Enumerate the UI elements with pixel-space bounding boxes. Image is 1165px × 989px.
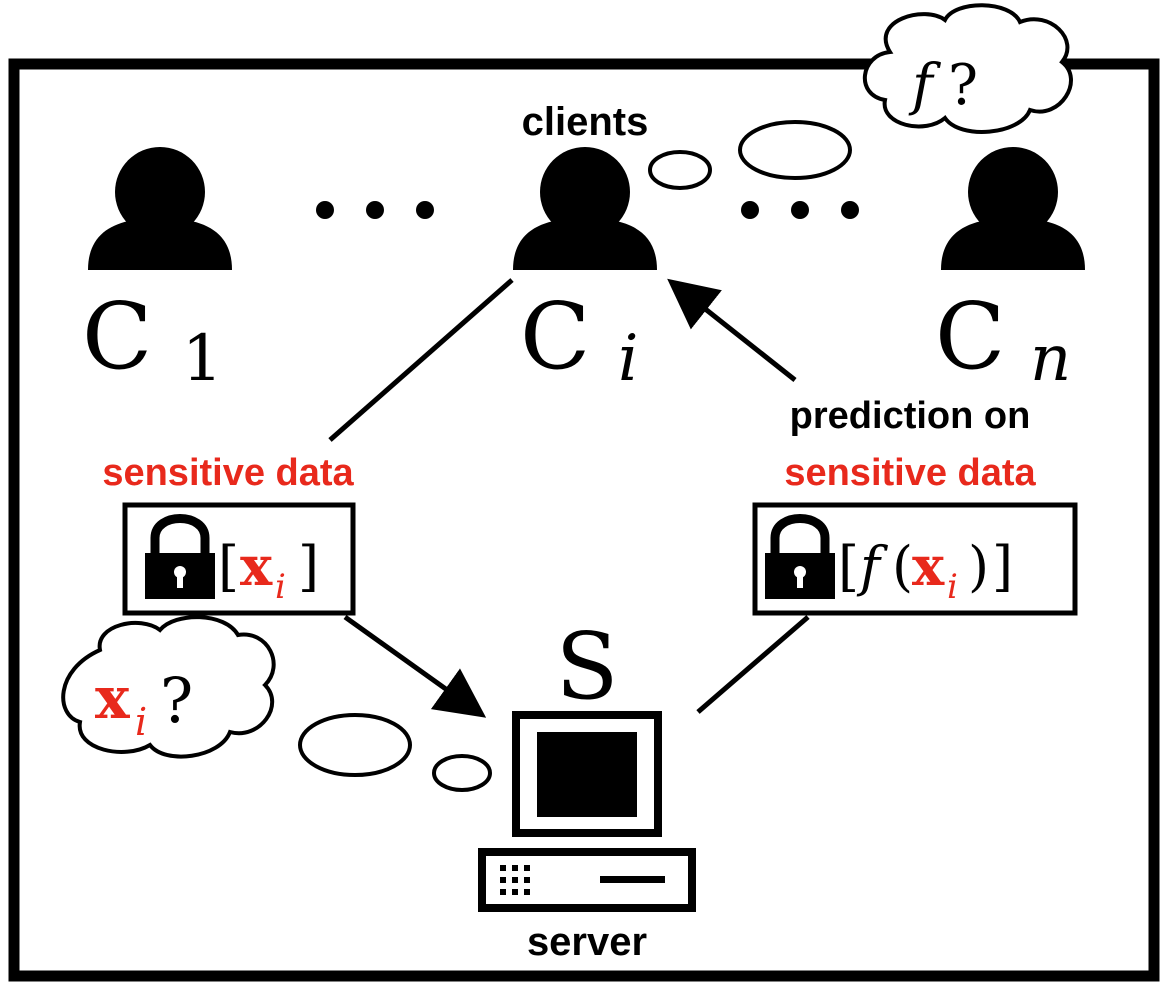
svg-text:]: ] [992, 535, 1013, 598]
client-label-c1: C 1 [82, 283, 223, 396]
svg-text:[: [ [838, 535, 859, 598]
svg-text:i: i [947, 567, 958, 607]
svg-text:i: i [135, 700, 147, 744]
svg-text:C: C [935, 283, 1005, 390]
svg-text:x: x [912, 534, 945, 598]
thought-question: ? [948, 53, 978, 118]
lock-icon [765, 514, 835, 599]
svg-text:x: x [240, 534, 273, 598]
line-server-to-right-box [696, 615, 810, 714]
person-icon [513, 147, 657, 270]
svg-text:n: n [1030, 322, 1071, 396]
server-thought-cloud-icon: x i ? [61, 615, 276, 759]
svg-text:[: [ [218, 535, 239, 598]
client-thought-cloud-icon: f ? [862, 3, 1073, 134]
computer-icon [478, 711, 696, 912]
svg-text:i: i [275, 567, 286, 607]
ellipsis-dots-right [741, 201, 859, 219]
server-label: server [527, 920, 647, 964]
svg-text:C: C [520, 283, 590, 390]
ellipsis-dots-left [316, 201, 434, 219]
server-letter: S [555, 613, 618, 720]
client-label-ci: C i [520, 283, 638, 396]
svg-text:]: ] [298, 535, 319, 598]
person-icon [941, 147, 1085, 270]
left-encrypted-box: [ x i ] [122, 502, 356, 616]
thought-bubble-medium-icon [738, 120, 852, 180]
person-icon [88, 147, 232, 270]
lock-icon [145, 514, 215, 599]
prediction-on-label: prediction on [790, 395, 1031, 437]
svg-text:1: 1 [182, 322, 223, 396]
svg-text:x: x [95, 664, 130, 732]
svg-text:i: i [618, 322, 638, 396]
svg-text:C: C [82, 283, 152, 390]
line-client-to-left-box [328, 278, 514, 442]
thought-bubble-medium-icon [298, 713, 412, 777]
left-sensitive-data-label: sensitive data [102, 452, 354, 494]
thought-bubble-small-icon [432, 754, 492, 792]
diagram-frame [8, 58, 1160, 982]
svg-text:?: ? [160, 664, 193, 737]
clients-label: clients [522, 100, 649, 144]
svg-text:(: ( [892, 535, 913, 598]
thought-bubble-small-icon [648, 150, 712, 190]
arrow-prediction-to-client [667, 278, 797, 382]
svg-text:): ) [968, 535, 989, 598]
client-label-cn: C n [935, 283, 1071, 396]
arrow-data-to-server [343, 614, 487, 718]
right-encrypted-box: [ f ( x i ) ] [752, 502, 1078, 616]
right-sensitive-data-label: sensitive data [784, 452, 1036, 494]
